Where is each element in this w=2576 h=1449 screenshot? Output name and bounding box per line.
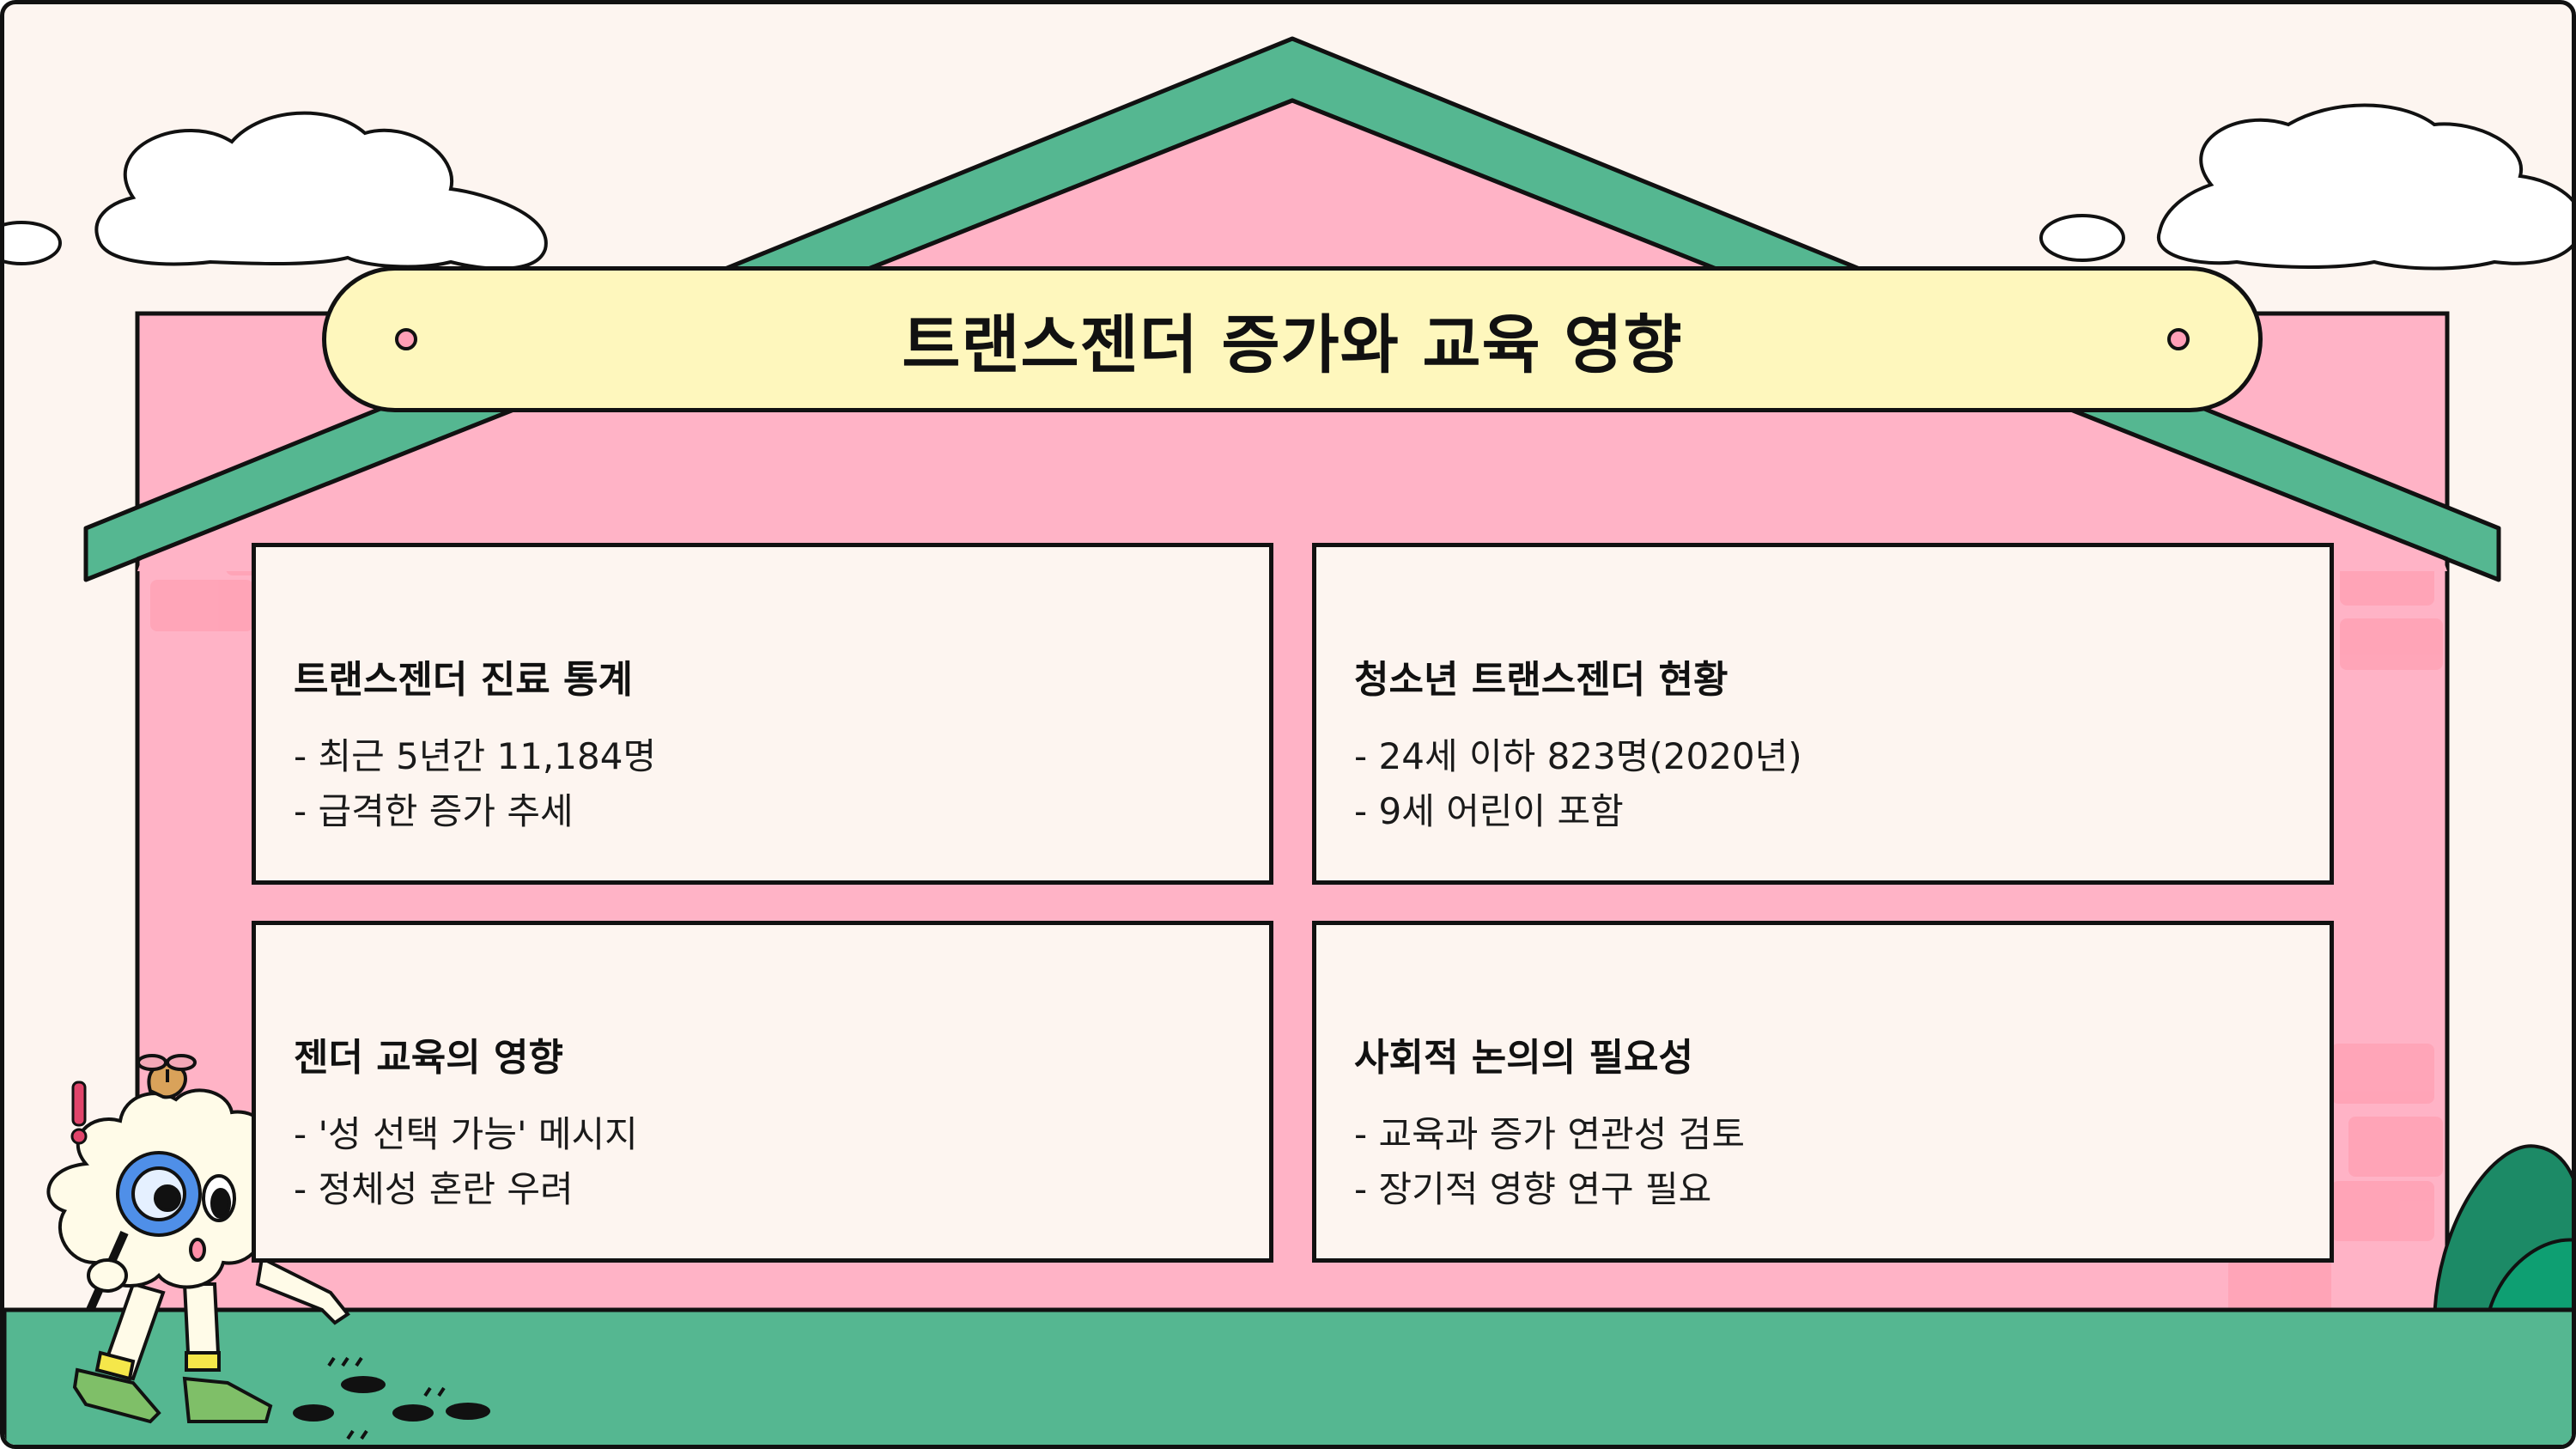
cloud-puff-right [2039,214,2125,262]
card-heading: 트랜스젠더 진료 통계 [294,658,633,702]
banner-pin-left-icon [395,328,417,350]
cloud-left [4,111,548,271]
footprint-dashes [327,1356,446,1440]
card-list: - 24세 이하 823명(2020년) - 9세 어린이 포함 [1354,729,2292,839]
banner-pin-right-icon [2167,328,2190,350]
card-treatment-stats: 트랜스젠더 진료 통계 - 최근 5년간 11,184명 - 급격한 증가 추세 [252,543,1273,885]
cloud-puff-left [4,221,62,265]
list-item: - 24세 이하 823명(2020년) [1354,735,1802,777]
cloud-right [2039,103,2572,271]
card-list: - '성 선택 가능' 메시지 - 정체성 혼란 우려 [294,1107,1231,1217]
card-heading: 젠더 교육의 영향 [294,1036,563,1080]
ground [4,1307,2572,1445]
list-item: - 최근 5년간 11,184명 [294,735,657,777]
title-banner: 트랜스젠더 증가와 교육 영향 [322,266,2263,412]
card-education-impact: 젠더 교육의 영향 - '성 선택 가능' 메시지 - 정체성 혼란 우려 [252,921,1273,1263]
card-social-discussion: 사회적 논의의 필요성 - 교육과 증가 연관성 검토 - 장기적 영향 연구 … [1312,921,2334,1263]
card-list: - 최근 5년간 11,184명 - 급격한 증가 추세 [294,729,1231,839]
card-heading: 사회적 논의의 필요성 [1354,1036,1693,1080]
list-item: - 교육과 증가 연관성 검토 [1354,1113,1745,1155]
card-list: - 교육과 증가 연관성 검토 - 장기적 영향 연구 필요 [1354,1107,2292,1217]
list-item: - 급격한 증가 추세 [294,790,574,832]
list-item: - 9세 어린이 포함 [1354,790,1624,832]
bush-right [2432,1144,2572,1329]
list-item: - 장기적 영향 연구 필요 [1354,1168,1712,1210]
exclamation-icon [70,1081,88,1145]
page-title: 트랜스젠더 증가와 교육 영향 [902,307,1683,382]
card-youth-status: 청소년 트랜스젠더 현황 - 24세 이하 823명(2020년) - 9세 어… [1312,543,2334,885]
list-item: - 정체성 혼란 우려 [294,1168,574,1210]
list-item: - '성 선택 가능' 메시지 [294,1113,638,1155]
footprints [293,1376,490,1422]
card-heading: 청소년 트랜스젠더 현황 [1354,658,1728,702]
